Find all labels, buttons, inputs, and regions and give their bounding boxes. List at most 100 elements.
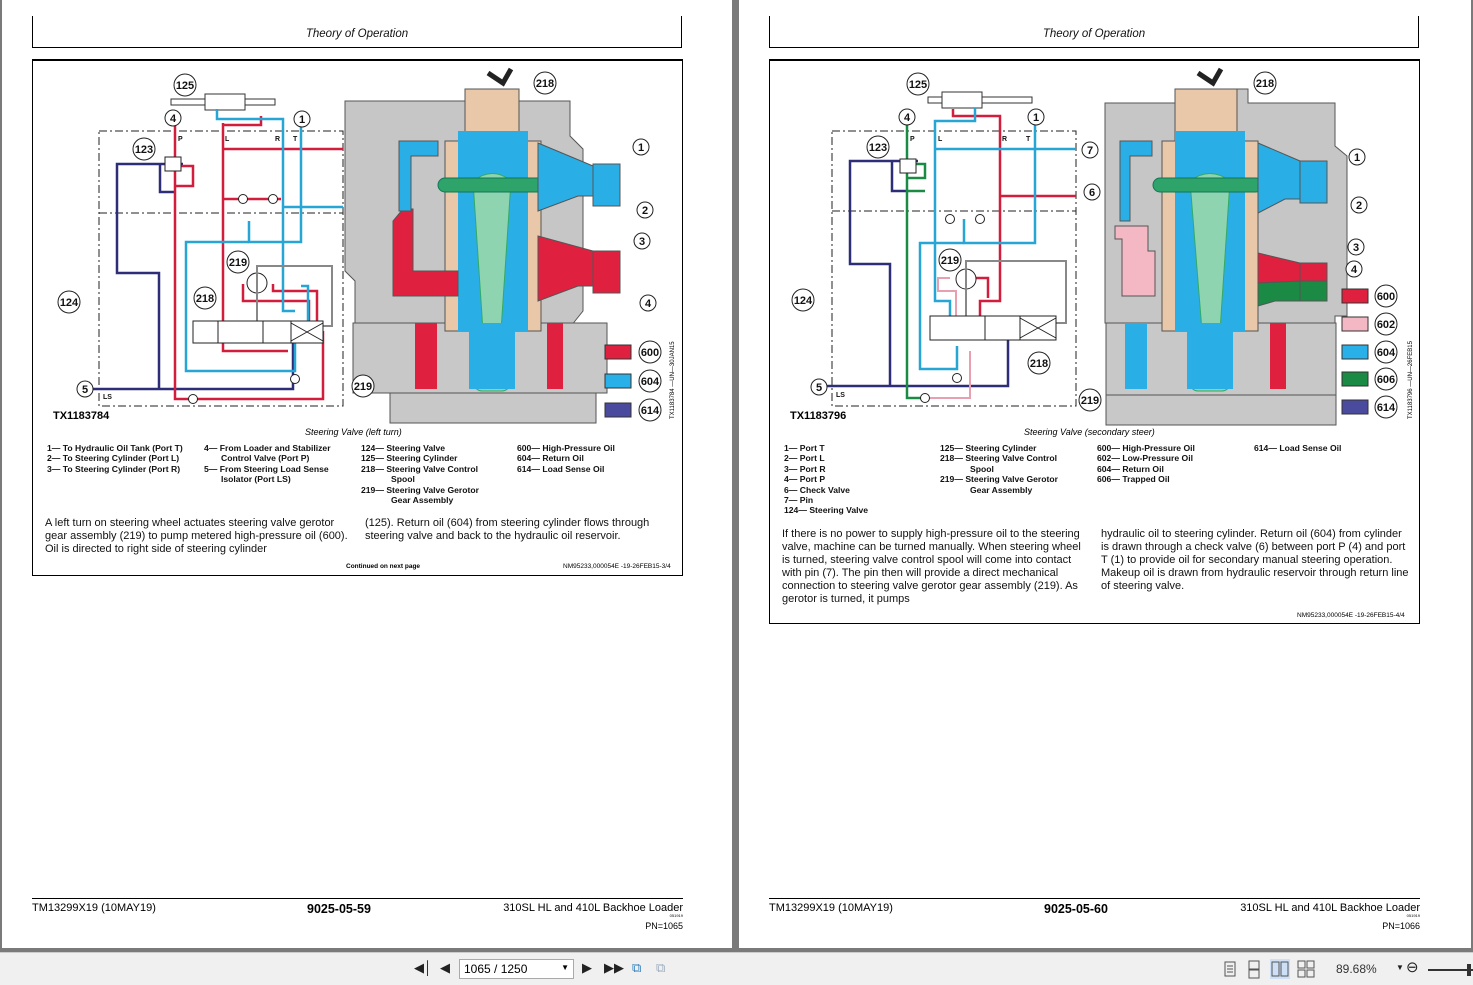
manual-title: 310SL HL and 410L Backhoe Loader [503,902,683,914]
hydraulic-schematic: 125 4 1 123 219 218 124 5 PL RT LS [57,67,662,424]
svg-text:T: T [293,136,298,143]
high-pressure-lines [951,109,1076,326]
page-footer: TM13299X19 (10MAY19) 9025-05-59 310SL HL… [32,898,683,931]
zoom-out-icon[interactable]: ⊖ [1406,959,1419,976]
page-number: PN=1065 [645,921,683,931]
legend-swatch-614 [604,402,632,418]
valve-boundary [831,130,1077,407]
control-spool-symbol [929,315,1057,341]
page-number-input[interactable]: 1065 / 1250 ▼ [459,959,574,979]
figure-caption: Steering Valve (left turn) [305,427,402,437]
header-title: Theory of Operation [305,28,409,40]
body-text-col1: If there is no power to supply high-pres… [782,528,1081,605]
two-page-continuous-view-icon[interactable] [1296,959,1316,979]
steering-valve-cutaway [1104,67,1348,426]
callout-4-cutaway: 4 [645,298,652,310]
callout-125: 125 [176,80,194,92]
svg-text:614: 614 [1377,402,1396,414]
high-pressure-lines [173,116,343,401]
page-header: Theory of Operation [769,16,1419,48]
return-lines [184,109,343,373]
check-valves [188,194,300,404]
page-header: Theory of Operation [32,16,682,48]
page-dropdown-icon[interactable]: ▼ [561,963,569,972]
figure-caption: Steering Valve (secondary steer) [1024,427,1155,437]
svg-text:600: 600 [641,347,659,359]
callout-1-cutaway: 1 [638,142,644,154]
zoom-dropdown-icon[interactable]: ▼ [1396,963,1404,972]
svg-text:2: 2 [1356,200,1362,212]
hydraulic-schematic: 125 4 1 123 219 218 124 5 7 6 PL RT LS [791,67,1398,426]
svg-text:L: L [938,136,943,143]
zoom-level[interactable]: 89.68% [1336,962,1377,976]
footer-small-code: 051919 [669,913,683,918]
callout-123: 123 [135,144,153,156]
control-spool-symbol [192,320,324,344]
document-viewport[interactable]: Theory of Operation [0,0,1473,952]
page-code: 9025-05-59 [307,902,371,916]
legend-column-1: 1— To Hydraulic Oil Tank (Port T)2— To S… [47,443,183,474]
svg-text:P: P [178,136,183,143]
svg-text:124: 124 [794,295,813,307]
manual-id: TM13299X19 (10MAY19) [769,902,893,914]
svg-text:LS: LS [103,394,112,401]
color-legend: 600 602 604 606 614 [1341,284,1398,419]
callout-218-cutaway: 218 [536,78,554,90]
figure-id: TX1183784 [53,410,110,422]
continuous-view-icon[interactable] [1244,959,1264,979]
callout-124: 124 [60,297,79,309]
footer-small-code: 051919 [1406,913,1420,918]
svg-text:602: 602 [1377,319,1395,331]
svg-text:604: 604 [1377,347,1396,359]
previous-page-icon[interactable]: ◀ [440,960,450,975]
go-forward-view-icon[interactable]: ⧉ [656,960,666,975]
svg-text:218: 218 [1256,78,1274,90]
svg-text:219: 219 [1081,395,1099,407]
trapped-oil-lines [905,125,927,400]
body-text-col2: hydraulic oil to steering cylinder. Retu… [1101,528,1409,592]
legend-swatch-606 [1341,371,1369,387]
rotation-arrow-icon [486,67,514,87]
svg-text:1: 1 [1354,152,1360,164]
svg-text:606: 606 [1377,374,1395,386]
page-code: 9025-05-60 [1044,902,1108,916]
legend-swatch-600 [1341,288,1369,304]
zoom-slider-handle[interactable] [1467,964,1471,976]
svg-text:600: 600 [1377,291,1395,303]
callout-218: 218 [196,293,214,305]
page-number: PN=1066 [1382,921,1420,931]
callout-3: 3 [639,236,645,248]
load-sense-lines [77,162,295,391]
body-text-col1: A left turn on steering wheel actuates s… [45,517,348,555]
first-page-icon[interactable]: ◀│ [414,960,433,975]
callout-1: 1 [299,114,305,126]
svg-text:4: 4 [1351,264,1358,276]
document-reference: NM95233,000054E -19-26FEB15-4/4 [1297,612,1405,619]
return-lines [918,108,1076,371]
legend-swatch-604 [604,373,632,389]
header-title: Theory of Operation [1042,28,1146,40]
two-page-view-icon[interactable] [1270,959,1290,979]
svg-text:125: 125 [909,79,927,91]
svg-text:R: R [1002,136,1007,143]
callout-219: 219 [229,257,247,269]
priority-valve-symbol [164,156,182,172]
svg-text:3: 3 [1353,242,1359,254]
zoom-slider[interactable] [1428,964,1473,976]
go-back-view-icon[interactable]: ⧉ [632,960,642,975]
page-right: Theory of Operation [739,0,1471,948]
single-page-view-icon[interactable] [1220,959,1240,979]
next-page-icon[interactable]: ▶ [582,960,592,975]
svg-text:6: 6 [1089,187,1095,199]
last-page-icon[interactable]: ▶▶ [604,960,624,975]
svg-text:1: 1 [1033,112,1039,124]
svg-text:5: 5 [816,382,822,394]
svg-text:T: T [1026,136,1031,143]
legend-column-4: 614— Load Sense Oil [1254,443,1342,453]
color-legend: 600 604 614 [604,340,662,422]
